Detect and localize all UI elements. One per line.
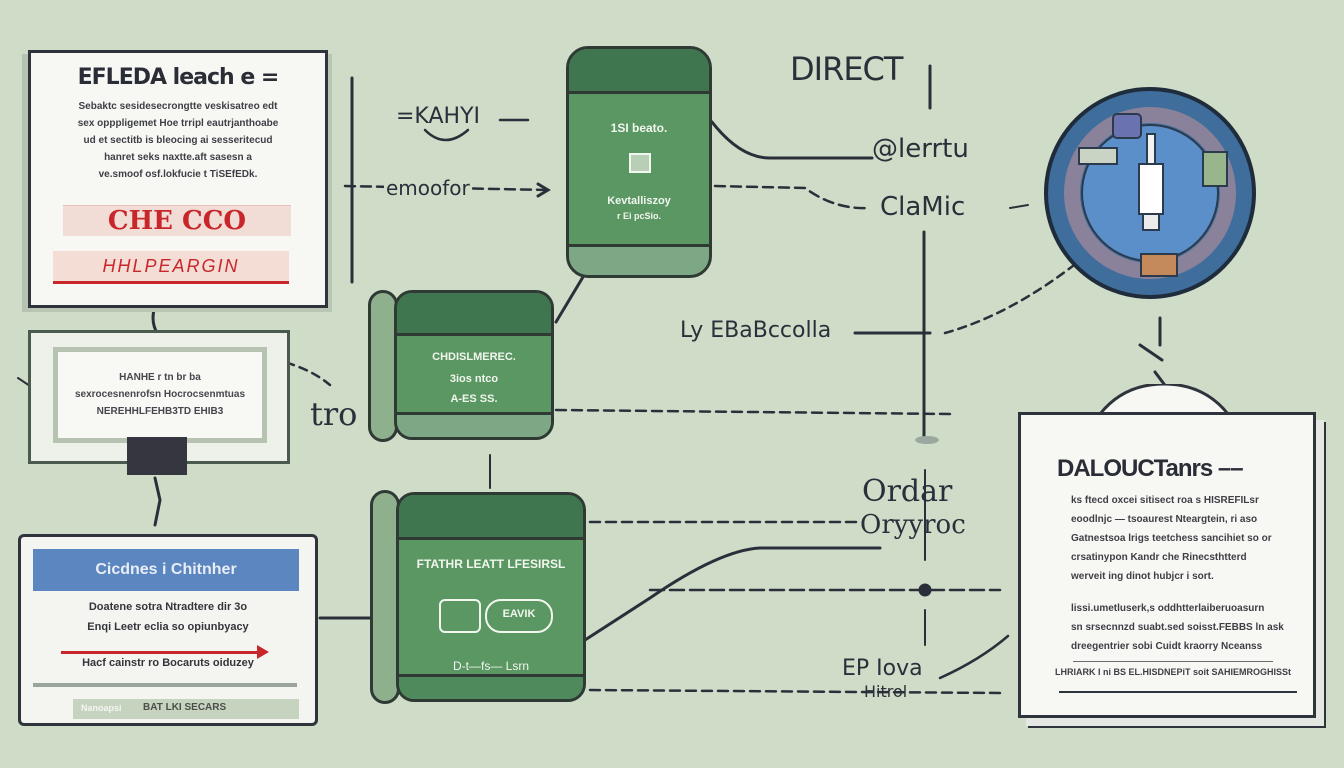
red-underline-box: HHLPEARGIN: [53, 251, 289, 284]
paragraph-line: werveit ing dinot hubjcr i sort.: [1071, 571, 1214, 582]
paragraph-line: dreegentrier sobi Cuidt kraorry Nceanss: [1071, 641, 1263, 652]
folder-label: FTATHR LEATT LFESIRSL: [416, 557, 566, 571]
doc-line: Enqi Leetr eclia so opiunbyacy: [87, 621, 249, 633]
label-direct: DIRECT: [790, 50, 903, 88]
divider: [33, 683, 297, 687]
paragraph-line: eoodlnjc — tsoaurest Nteargtein, ri aso: [1071, 514, 1258, 525]
badge-text: EAVIK: [502, 608, 536, 620]
paragraph-line: crsatinypon Kandr che Rinecsthtterd: [1071, 552, 1247, 563]
label-tro: tro: [310, 395, 358, 433]
red-arrow-head: [257, 645, 269, 659]
dark-tab: [127, 437, 187, 475]
red-highlight: CHE CCO: [63, 205, 291, 236]
jack-plug-icon[interactable]: [1043, 86, 1257, 300]
folder-label: 1SI beato.: [610, 121, 668, 135]
panel-line: NEREHHLFEHB3TD EHIB3: [96, 406, 224, 417]
folder-label: r Ei pcSio.: [616, 211, 661, 221]
divider: [1073, 661, 1273, 662]
header-title: Cicdnes i Chitnher: [95, 561, 237, 578]
red-arrow-line: [61, 651, 265, 654]
folder-label: CHDISLMEREC.: [432, 351, 516, 363]
label-ebaccolla: Ly EBaBccolla: [680, 318, 832, 343]
document-line: Sebaktc sesidesecrongtte veskisatreo edt: [78, 101, 278, 112]
connector-mid: [554, 408, 952, 416]
panel-line: sexrocesnenrofsn Hocrocsenmtuas: [74, 389, 246, 400]
document-line: hanret seks naxtte.aft sasesn a: [104, 152, 252, 163]
folder-label: D-t—fs— Lsrn: [452, 659, 529, 673]
divider: [1059, 691, 1297, 693]
folder-bottom[interactable]: FTATHR LEATT LFESIRSL EAVIK D-t—fs— Lsrn: [370, 490, 586, 704]
folder-label: Kevtalliszoy: [607, 195, 671, 207]
paragraph-line: Gatnestsoa lrigs teetchess sancihiet so …: [1071, 533, 1272, 544]
footer-left: Nanoapsi: [81, 703, 122, 713]
label-emoofor: emoofor: [384, 176, 472, 200]
right-document: DALOUCTanrs –– ks ftecd oxcei sitisect r…: [1014, 384, 1332, 722]
label-clamic: ClaMic: [880, 192, 966, 222]
right-doc-footer: LHRIARK I ni BS EL.HISDNEPiT soit SAHIEM…: [1055, 667, 1292, 677]
arrowhead: [536, 182, 551, 198]
kahyi-swoosh: [423, 128, 470, 142]
document-line: ud et sectitb is bleocing ai sesseritecu…: [83, 135, 273, 146]
blue-header: Cicdnes i Chitnher: [33, 549, 299, 591]
panel-line: HANHE r tn br ba: [119, 372, 201, 383]
document-line: ve.smoof osf.lokfucie t TiSEfEDk.: [98, 169, 258, 180]
right-doc-title: DALOUCTanrs ––: [1057, 455, 1244, 482]
paragraph-line: sn srsecnnzd suabt.sed soisst.FEBBS ln a…: [1071, 622, 1284, 633]
red-heading: CHE CCO: [107, 206, 247, 236]
doc-line: Doatene sotra Ntradtere dir 3o: [88, 601, 248, 613]
footer-bar: Nanoapsi BAT LKI SECARS: [73, 699, 299, 719]
document-line: sex opppligemet Hoe trripl eautrjanthoab…: [77, 118, 279, 129]
red-subtext: HHLPEARGIN: [102, 256, 240, 276]
label-kahyi: =KAHYI: [396, 104, 480, 129]
mid-left-panel: HANHE r tn br ba sexrocesnenrofsn Hocroc…: [28, 330, 290, 475]
label-aleattu: @lerrtu: [872, 134, 969, 164]
folder-label: A-ES SS.: [450, 393, 498, 405]
connector-aleattu: [710, 120, 874, 160]
connector-clamic: [713, 184, 872, 210]
folder-middle[interactable]: CHDISLMEREC. 3ios ntco A-ES SS.: [368, 290, 554, 442]
connector-bottom: [588, 688, 1002, 695]
document-title: EFLEDA leach e =: [77, 65, 280, 90]
folder-top[interactable]: 1SI beato. Kevtalliszoy r Ei pcSio.: [566, 46, 712, 278]
footer-right: BAT LKI SECARS: [143, 702, 227, 713]
badge-outline-left: [439, 599, 481, 633]
label-hitrol: Hitrol: [864, 682, 908, 701]
red-line-text: Hacf cainstr ro Bocaruts oiduzey: [82, 657, 254, 669]
connector-orvyro: [583, 546, 882, 642]
badge-outline-right: EAVIK: [485, 599, 553, 633]
document-icon: [629, 153, 651, 173]
bottom-left-document: Cicdnes i Chitnher Doatene sotra Ntradte…: [18, 534, 318, 726]
paragraph-line: lissi.umetluserk,s oddhtterlaiberuoasurn: [1071, 603, 1265, 614]
label-ordar: Ordar: [862, 474, 953, 509]
label-orvyro: Oryyroc: [860, 510, 966, 540]
paragraph-line: ks ftecd oxcei sitisect roa s HISREFILsr: [1071, 495, 1259, 506]
folder-label: 3ios ntco: [449, 373, 499, 385]
label-ep-iova: EP Iova: [842, 656, 923, 681]
top-left-document: EFLEDA leach e = Sebaktc sesidesecrongtt…: [28, 50, 328, 308]
